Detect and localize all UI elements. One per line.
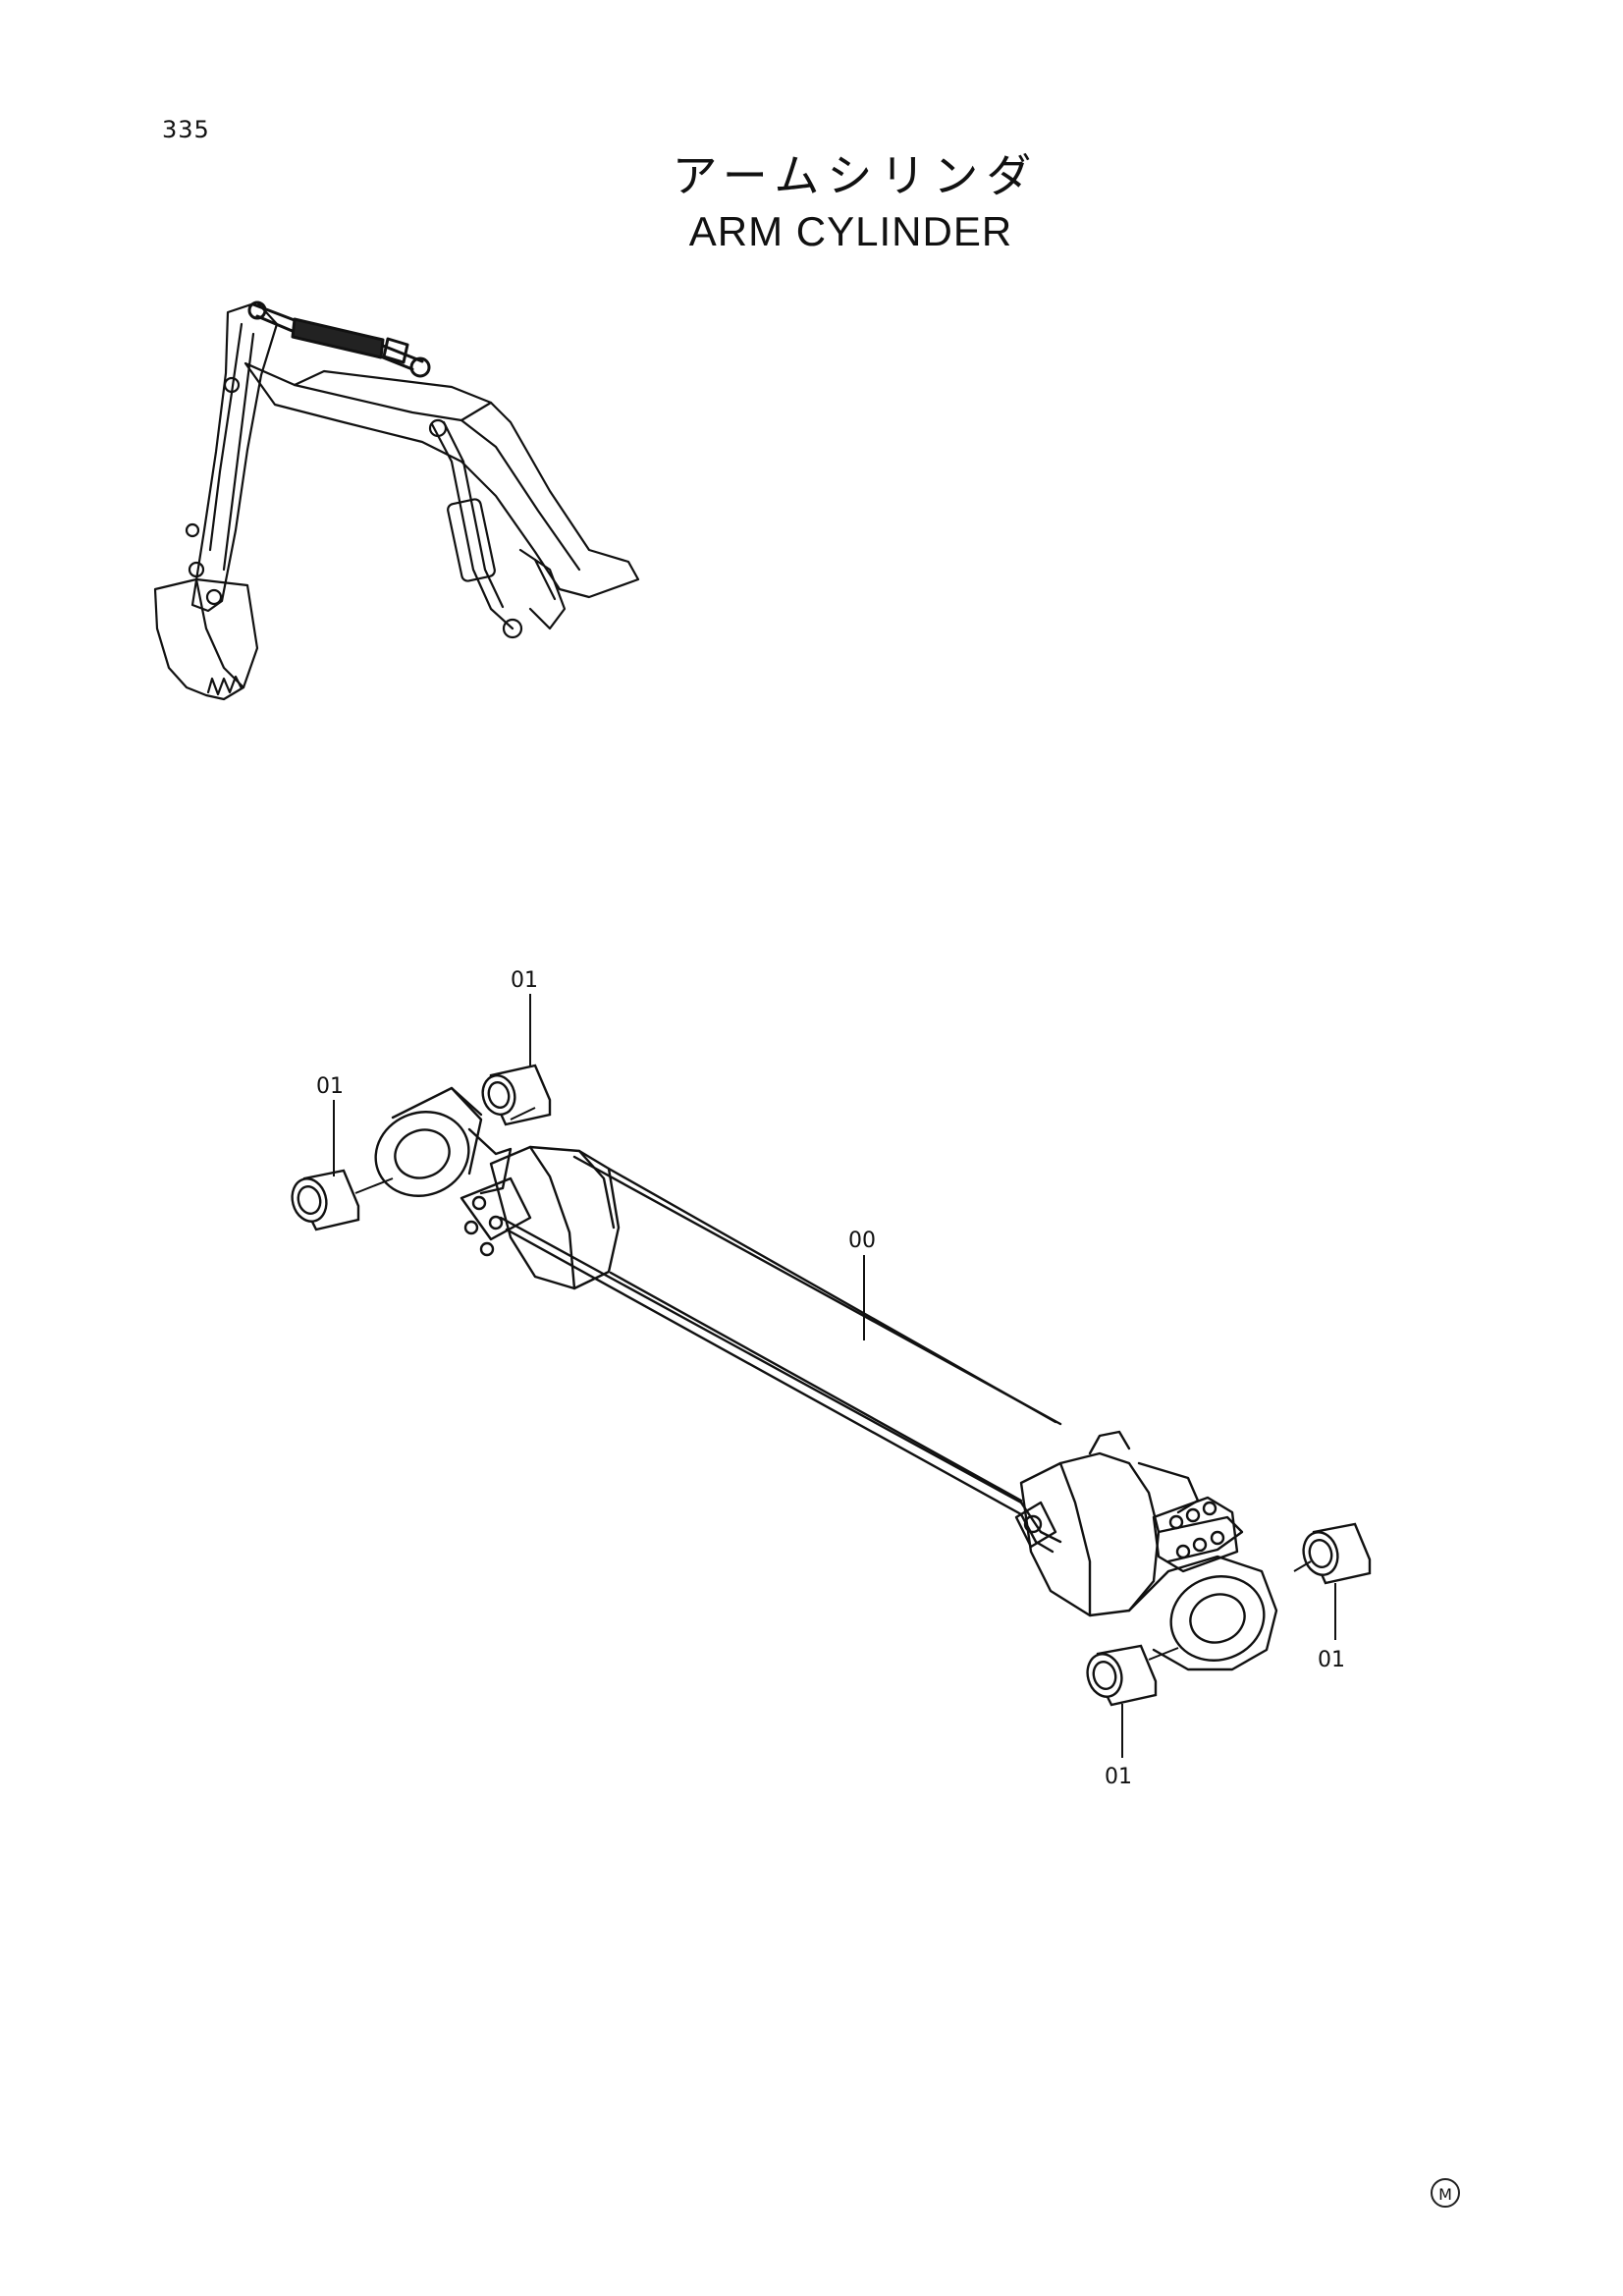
cylinder-tube bbox=[572, 1155, 1062, 1503]
callout-01-top: 01 bbox=[511, 968, 538, 993]
excavator-attachment-illustration bbox=[153, 301, 640, 701]
hydraulic-pipe bbox=[499, 1216, 1062, 1554]
maker-mark-seal: M bbox=[1431, 2178, 1460, 2208]
bushing-top bbox=[481, 1064, 552, 1126]
bushing-right bbox=[1302, 1522, 1372, 1585]
callout-01-right: 01 bbox=[1318, 1648, 1345, 1672]
title-japanese: アームシリンダ bbox=[672, 149, 1040, 202]
bottom-end-eye bbox=[1127, 1555, 1278, 1671]
bushings bbox=[291, 1064, 1372, 1707]
arm-cylinder-assembly bbox=[374, 1086, 1278, 1671]
title-english: ARM CYLINDER bbox=[688, 208, 1013, 254]
callout-01-bottom: 01 bbox=[1105, 1765, 1132, 1789]
bushing-bottom bbox=[1086, 1644, 1158, 1707]
rod-end-eye bbox=[374, 1086, 513, 1197]
cylinder-bottom-end bbox=[1014, 1430, 1244, 1617]
leader-lines bbox=[333, 994, 1336, 1758]
callout-01-left: 01 bbox=[316, 1074, 344, 1099]
callout-00-main: 00 bbox=[848, 1229, 876, 1253]
cylinder-head bbox=[460, 1145, 621, 1290]
page-number: 335 bbox=[162, 116, 210, 143]
bushing-left bbox=[291, 1169, 360, 1231]
callout-labels: 01 01 00 01 01 bbox=[316, 968, 1345, 1789]
title-block: アームシリンダ ARM CYLINDER bbox=[0, 147, 1623, 259]
arm-cylinder-highlight bbox=[247, 301, 431, 378]
